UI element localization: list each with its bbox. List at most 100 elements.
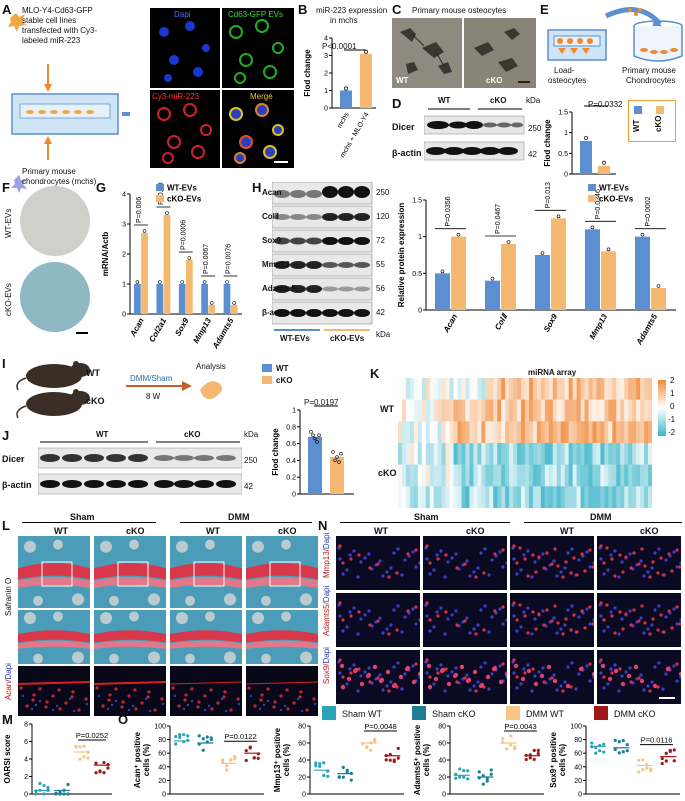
g-bar bbox=[141, 233, 148, 314]
o1-point bbox=[174, 734, 178, 739]
h-kda-5: 42 bbox=[376, 308, 385, 317]
heatmap-cell bbox=[640, 443, 645, 465]
heatmap-cell bbox=[485, 378, 490, 400]
g-ytick-label: 1 bbox=[122, 282, 126, 289]
b-pvalue: P<0.0001 bbox=[322, 42, 357, 51]
heatmap-cell bbox=[473, 486, 478, 508]
heatmap-cell bbox=[600, 399, 605, 422]
heatmap-cell bbox=[521, 464, 526, 487]
j-ytick-label: 0.8 bbox=[286, 424, 296, 431]
d-ytick-label: 0 bbox=[564, 172, 568, 179]
o3-ytick-label: 0 bbox=[442, 792, 446, 799]
m-pvalue: P=0.0252 bbox=[76, 731, 108, 740]
g-legend-cko: cKO-EVs bbox=[167, 195, 202, 204]
o1-ylabel: Acan⁺ positive bbox=[133, 731, 142, 788]
heatmap-cell bbox=[497, 443, 502, 465]
heatmap-cell bbox=[473, 443, 478, 465]
heatmap-cell bbox=[624, 443, 629, 465]
heatmap-cell bbox=[640, 464, 645, 487]
h-point bbox=[506, 240, 511, 244]
mouse-icon bbox=[26, 361, 90, 388]
b-point bbox=[364, 49, 368, 54]
heatmap-cell bbox=[477, 399, 482, 422]
g-point bbox=[225, 280, 229, 284]
heatmap-cell bbox=[552, 464, 558, 487]
heatmap-cell bbox=[644, 399, 649, 422]
heatmap-cell bbox=[604, 421, 609, 444]
heatmap-cell bbox=[548, 399, 554, 422]
o1-point bbox=[178, 733, 182, 737]
j-point bbox=[333, 458, 337, 463]
heatmap-cell bbox=[501, 421, 506, 444]
n-row-2: Sox9/Dapi bbox=[322, 647, 331, 684]
heatmap-cell bbox=[477, 443, 482, 465]
heatmap-cell bbox=[648, 378, 652, 400]
h-blots bbox=[272, 182, 373, 331]
panel-label-b: B bbox=[298, 2, 308, 17]
h-pvalue: P=0.0467 bbox=[495, 204, 502, 234]
m-point bbox=[78, 757, 82, 761]
heatmap-cell bbox=[401, 486, 407, 508]
heatmap-cell bbox=[552, 399, 558, 422]
heatmap-cell bbox=[536, 421, 542, 444]
panel-label-k: K bbox=[370, 366, 380, 381]
heatmap-cell bbox=[401, 421, 407, 444]
k-colorbar bbox=[658, 380, 666, 436]
heatmap-cell bbox=[485, 399, 490, 422]
i-mouse-diagram bbox=[16, 361, 222, 419]
heatmap-cell bbox=[556, 399, 562, 422]
h-point bbox=[590, 225, 595, 230]
heatmap-cell bbox=[449, 399, 454, 422]
heatmap-cell bbox=[513, 464, 518, 487]
heatmap-cell bbox=[481, 464, 486, 487]
heatmap-cell bbox=[644, 464, 649, 487]
panel-label-g: G bbox=[96, 180, 107, 195]
o4-point bbox=[602, 750, 606, 754]
heatmap-cell bbox=[536, 399, 542, 422]
j-point bbox=[311, 433, 315, 437]
d-actin: β-actin bbox=[392, 148, 422, 158]
heatmap-cell bbox=[588, 443, 593, 465]
d-ytick-label: 1 bbox=[564, 130, 568, 137]
a-text-2: stable cell lines bbox=[22, 16, 77, 25]
heatmap-cell bbox=[604, 443, 609, 465]
heatmap-cell bbox=[477, 421, 482, 444]
m-point bbox=[66, 792, 70, 796]
g-point bbox=[157, 280, 162, 284]
heatmap-cell bbox=[588, 486, 593, 508]
h-legend-cko: cKO-EVs bbox=[599, 195, 634, 204]
o1-point bbox=[201, 748, 205, 752]
o1-ytick-label: 60 bbox=[158, 751, 166, 758]
h-xlabel: Acan bbox=[441, 312, 459, 334]
heatmap-cell bbox=[409, 464, 415, 487]
l-histology-image bbox=[94, 666, 166, 716]
j-ytick-label: 0.4 bbox=[286, 458, 296, 465]
heatmap-cell bbox=[528, 486, 534, 508]
k-scale-2: 0 bbox=[670, 402, 675, 411]
m-ytick-label: 0 bbox=[24, 792, 28, 799]
o1-pvalue: P=0.0122 bbox=[224, 732, 256, 741]
a-text-4: labeled miR-223 bbox=[22, 36, 81, 45]
heatmap-cell bbox=[509, 399, 514, 422]
h-legend-wt: WT-EVs bbox=[599, 184, 629, 193]
heatmap-cell bbox=[517, 399, 522, 422]
heatmap-cell bbox=[425, 443, 431, 465]
o2-point bbox=[341, 775, 345, 779]
g-xlabel: Acan bbox=[128, 316, 146, 338]
o3-point bbox=[509, 734, 513, 738]
heatmap-cell bbox=[429, 464, 435, 487]
heatmap-cell bbox=[449, 443, 454, 465]
j-ytick-label: 0.2 bbox=[286, 475, 296, 482]
n-wt-1: WT bbox=[374, 526, 388, 536]
heatmap-cell bbox=[544, 486, 550, 508]
heatmap-cell bbox=[437, 378, 442, 400]
heatmap-cell bbox=[616, 486, 621, 508]
heatmap-cell bbox=[441, 486, 446, 508]
heatmap-cell bbox=[616, 378, 621, 400]
i-analysis: Analysis bbox=[196, 362, 226, 371]
heatmap-cell bbox=[497, 378, 502, 400]
o3-point bbox=[501, 736, 505, 741]
